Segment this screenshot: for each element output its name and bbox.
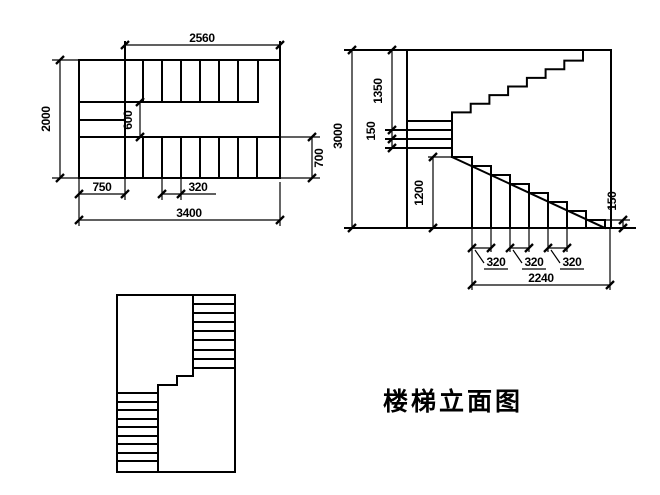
dim-label-320-plan: 320	[188, 180, 208, 194]
plan-upper-flight-boundary	[78, 59, 259, 103]
dim-1200-line	[428, 156, 452, 228]
dim-label-2560: 2560	[189, 31, 215, 45]
elevation-view: 3000 1350 150 1200 320 320 320 2240 150	[331, 45, 636, 290]
dim-label-320-1: 320	[486, 255, 506, 269]
dim-750-line	[78, 178, 126, 226]
dim-label-3000: 3000	[331, 123, 345, 149]
plan-upper-flight-treads	[142, 59, 239, 103]
elevation-landing-lines	[385, 120, 453, 158]
plan-dim-lines	[52, 44, 320, 226]
dim-label-1200: 1200	[412, 180, 426, 206]
dim-320-leaders	[474, 249, 584, 270]
lower-plan-outline	[116, 294, 236, 473]
plan-lower-flight-treads	[142, 136, 258, 179]
dim-label-600: 600	[121, 110, 135, 130]
elevation-upper-flight	[451, 49, 584, 122]
dim-label-700: 700	[312, 148, 326, 168]
dim-label-320-3: 320	[562, 255, 582, 269]
lower-plan-right-treads	[192, 303, 236, 369]
dim-label-2240: 2240	[528, 271, 554, 285]
dim-2000-line	[52, 59, 79, 179]
dim-label-150-riser: 150	[605, 191, 619, 211]
dim-label-1350: 1350	[371, 78, 385, 104]
dim-320-ext-lines	[471, 228, 568, 252]
lower-plan-left-treads	[116, 392, 159, 462]
dim-label-3400: 3400	[176, 206, 202, 220]
lower-plan-view	[116, 294, 236, 473]
drawing-title: 楼梯立面图	[383, 387, 523, 416]
lower-plan-break-line	[157, 294, 194, 473]
elevation-dim-ticks	[347, 45, 628, 290]
elevation-stringer-diagonal	[450, 155, 607, 230]
dim-label-150-landing: 150	[364, 121, 378, 141]
dim-label-320-2: 320	[524, 255, 544, 269]
plan-dim-ticks	[55, 40, 317, 225]
dim-label-750: 750	[92, 180, 112, 194]
elevation-linework	[344, 49, 636, 230]
dim-320-plan-line	[161, 178, 216, 200]
dim-label-2000: 2000	[39, 106, 53, 132]
plan-linework	[78, 41, 281, 179]
elevation-lower-flight-treads	[451, 156, 606, 221]
plan-view: 2560 2000 600 700 750 320 3400	[39, 31, 326, 226]
lower-plan-linework	[116, 294, 236, 473]
